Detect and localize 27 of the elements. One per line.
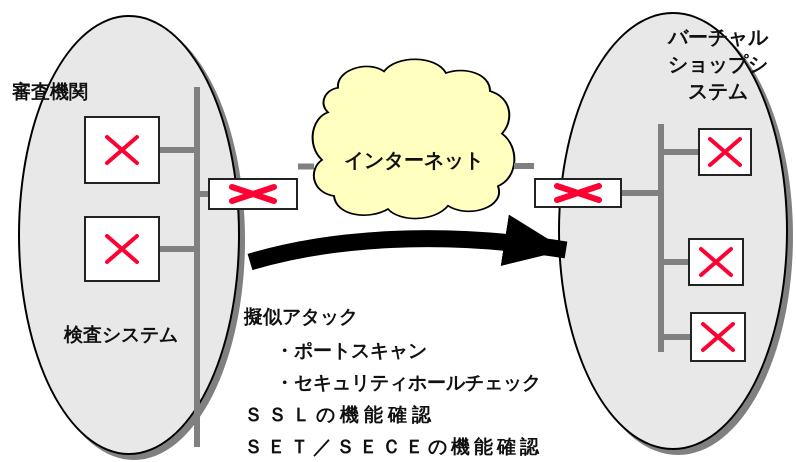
gateway-box [208, 178, 298, 210]
network-line [160, 147, 194, 153]
network-line [622, 190, 658, 196]
note-text: ・ポートスキャン [275, 339, 427, 364]
server-box [698, 128, 752, 176]
network-bus [194, 87, 200, 447]
network-line [664, 149, 698, 155]
server-box [84, 116, 160, 184]
network-line [298, 164, 314, 170]
node-label: 検査システム [64, 323, 178, 348]
gateway-box [534, 178, 622, 208]
heading-text: 擬似アタック [244, 305, 358, 330]
attack-arrow [248, 216, 568, 270]
server-box [690, 312, 746, 362]
note-text: ＳＥＴ／ＳＥＣＥの機能確認 [244, 435, 543, 460]
node-label: バーチャルショップシステム [668, 24, 768, 105]
network-line [514, 163, 534, 169]
server-box [84, 216, 160, 282]
network-line [160, 246, 194, 252]
network-line [664, 334, 690, 340]
server-box [688, 238, 744, 286]
note-text: ＳＳＬの機能確認 [244, 403, 436, 428]
network-bus [658, 124, 664, 352]
note-text: ・セキュリティホールチェック [275, 371, 541, 396]
network-line [664, 259, 688, 265]
node-label: インターネット [343, 147, 485, 174]
network-line [200, 191, 208, 197]
